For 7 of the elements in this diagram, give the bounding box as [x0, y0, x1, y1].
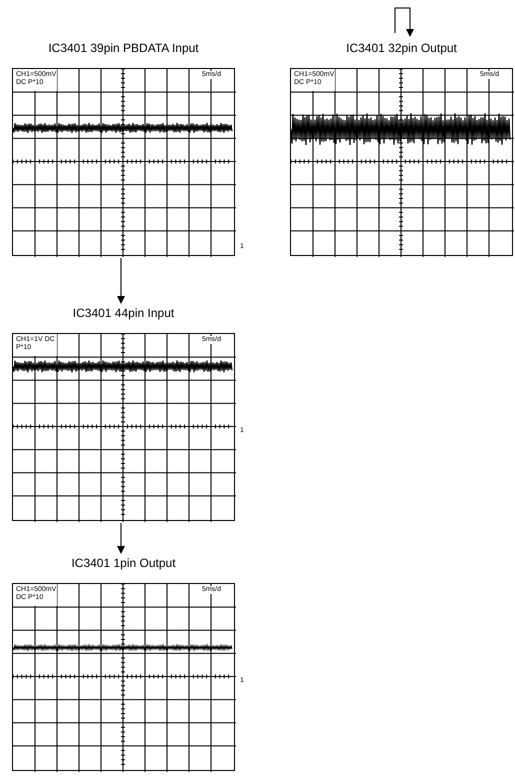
arrow — [117, 258, 125, 304]
waveform-title: IC3401 32pin Output — [346, 40, 457, 56]
arrow — [394, 8, 414, 37]
waveform-title: IC3401 1pin Output — [71, 555, 176, 571]
waveform-title: IC3401 39pin PBDATA Input — [48, 40, 199, 56]
arrow — [117, 522, 125, 554]
waveform-title: IC3401 44pin Input — [72, 305, 174, 321]
